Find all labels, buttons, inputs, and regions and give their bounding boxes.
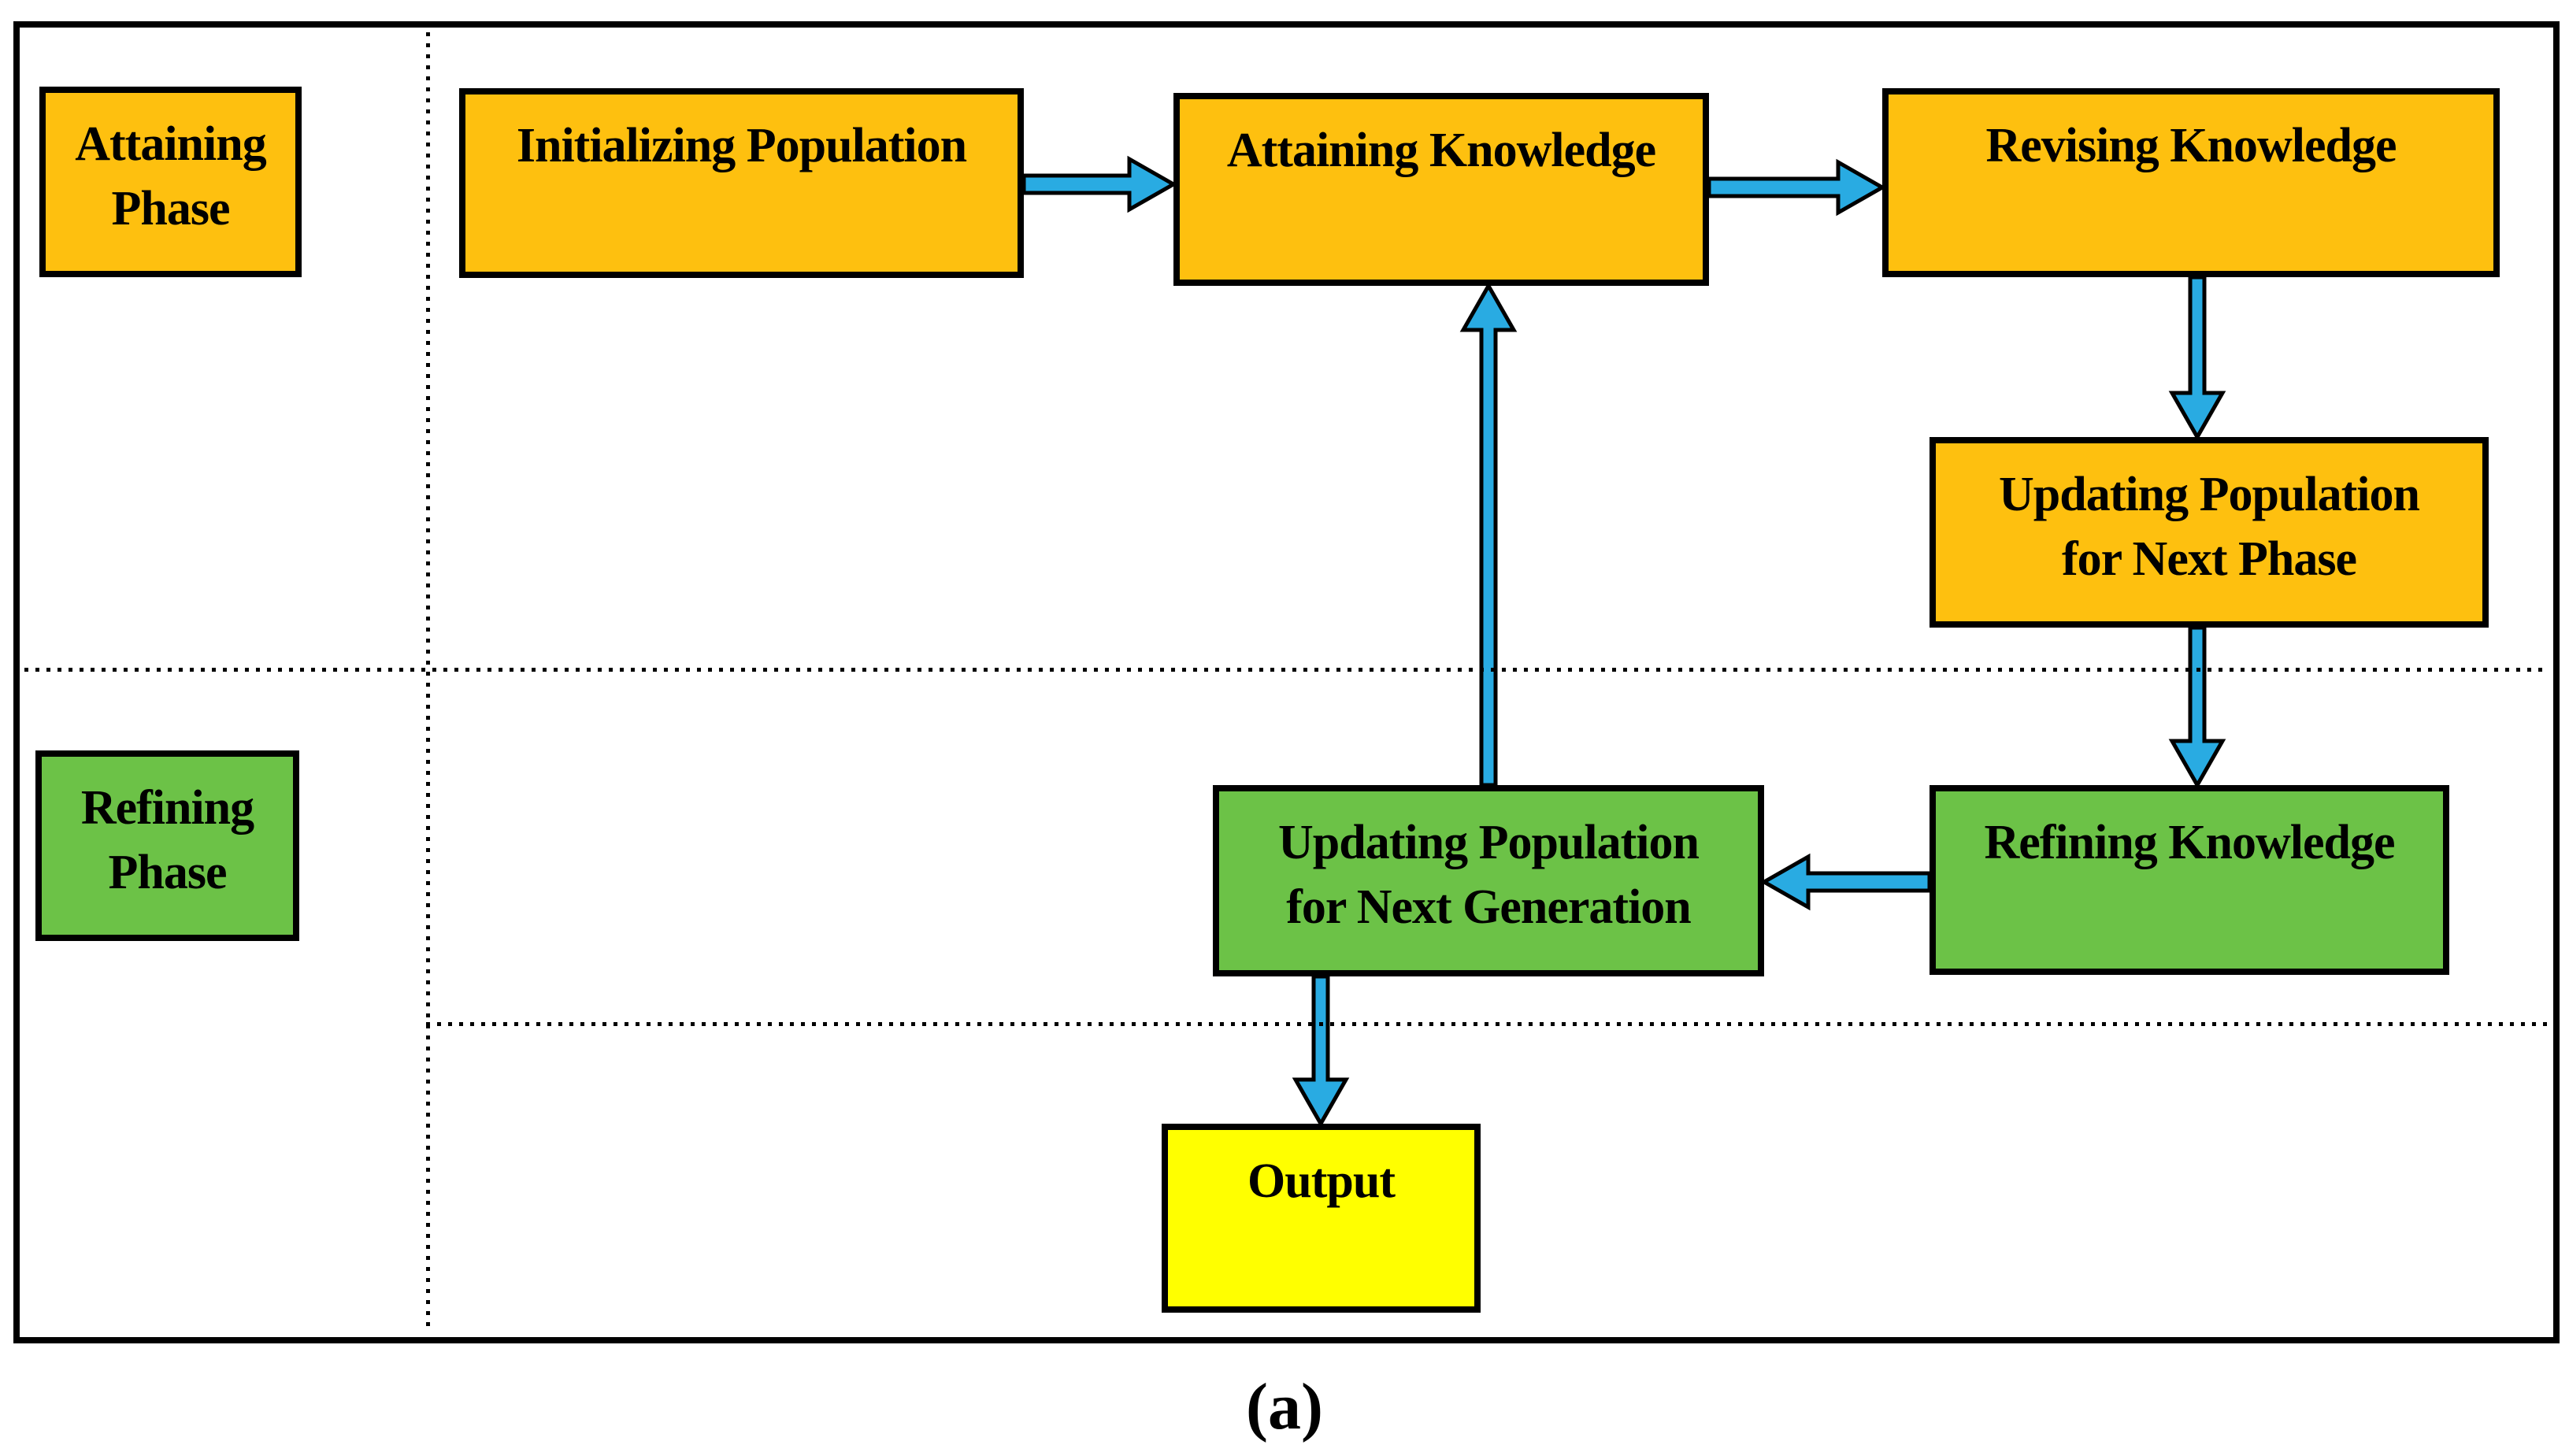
updating-population-next-generation-label: Updating Population (1277, 816, 1700, 869)
output: Output (1162, 1124, 1481, 1313)
phase-divider-horizontal-1 (13, 668, 2547, 672)
revising-knowledge: Revising Knowledge (1882, 88, 2500, 277)
updating-population-next-phase: Updating Population for Next Phase (1930, 437, 2489, 628)
initializing-population-label: Initializing Population (516, 119, 967, 172)
arrow-initializing-to-attaining-knowledge (1021, 155, 1178, 213)
arrow-updating-next-generation-to-attaining-knowledge (1459, 281, 1518, 787)
attaining-phase-label-label: Phase (111, 182, 231, 235)
arrow-updating-next-generation-to-output (1292, 974, 1350, 1128)
refining-phase-label-label: Phase (108, 846, 228, 899)
updating-population-next-phase-label: Updating Population (1998, 468, 2420, 521)
phase-divider-horizontal-2 (426, 1022, 2547, 1026)
arrow-revising-to-updating-next-phase (2168, 275, 2226, 442)
attaining-phase-label-label: Attaining (75, 117, 266, 171)
updating-population-next-phase-label: for Next Phase (2062, 532, 2357, 586)
refining-phase-label-label: Refining (80, 781, 254, 835)
updating-population-next-generation: Updating Population for Next Generation (1213, 785, 1764, 976)
revising-knowledge-label: Revising Knowledge (1985, 119, 2397, 172)
attaining-knowledge-label: Attaining Knowledge (1226, 124, 1656, 177)
phase-divider-vertical (426, 21, 430, 1331)
attaining-knowledge: Attaining Knowledge (1173, 93, 1709, 286)
arrow-attaining-to-revising-knowledge (1707, 158, 1887, 217)
arrow-refining-knowledge-to-updating-next-generation (1759, 853, 1932, 911)
refining-knowledge: Refining Knowledge (1930, 785, 2449, 975)
figure-caption: (a) (1246, 1370, 1323, 1443)
output-label: Output (1247, 1154, 1396, 1208)
diagram-outer-frame (13, 21, 2560, 1343)
refining-knowledge-label: Refining Knowledge (1984, 816, 2395, 869)
arrow-updating-next-phase-to-refining-knowledge (2168, 625, 2226, 790)
initializing-population: Initializing Population (459, 88, 1024, 278)
updating-population-next-generation-label: for Next Generation (1286, 880, 1692, 934)
